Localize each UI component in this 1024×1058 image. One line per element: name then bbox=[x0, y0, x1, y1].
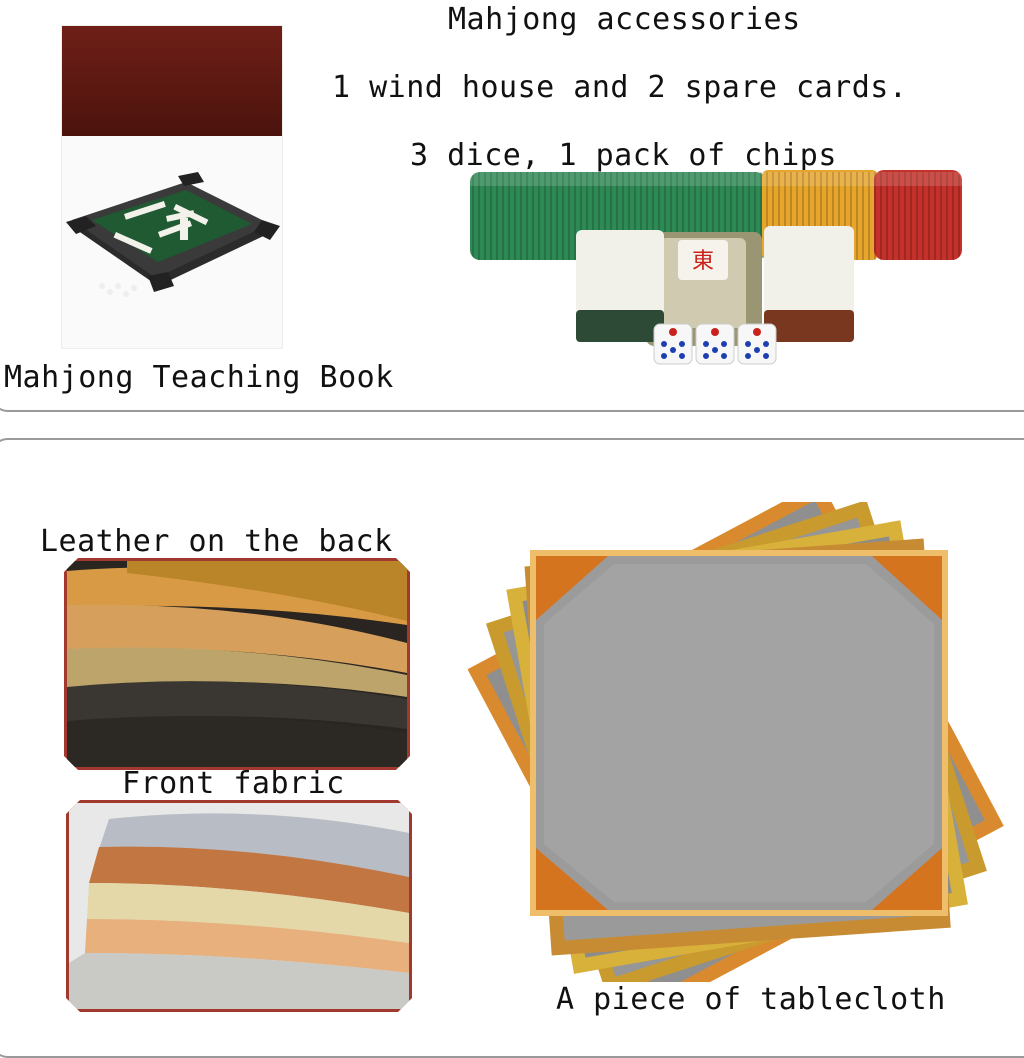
leather-caption: Leather on the back bbox=[40, 524, 393, 559]
book-caption: Mahjong Teaching Book bbox=[4, 360, 394, 395]
mahjong-table-illustration bbox=[66, 172, 280, 297]
wind-tile-glyph: 東 bbox=[692, 249, 714, 274]
chips-tiles-dice-image: 東 bbox=[470, 170, 962, 365]
teaching-book-image bbox=[62, 26, 282, 348]
wind-house-line: 1 wind house and 2 spare cards. bbox=[332, 70, 908, 105]
fabric-caption: Front fabric bbox=[122, 766, 345, 801]
leather-swatches-image bbox=[64, 558, 410, 770]
book-cover bbox=[62, 26, 282, 136]
accessories-title: Mahjong accessories bbox=[448, 2, 801, 37]
tablecloth-caption: A piece of tablecloth bbox=[556, 982, 946, 1017]
fabric-swatches-image bbox=[66, 800, 412, 1012]
top-panel-frame bbox=[0, 0, 1024, 412]
dice-chips-line: 3 dice, 1 pack of chips bbox=[410, 138, 837, 173]
tablecloth-image bbox=[468, 502, 1004, 982]
